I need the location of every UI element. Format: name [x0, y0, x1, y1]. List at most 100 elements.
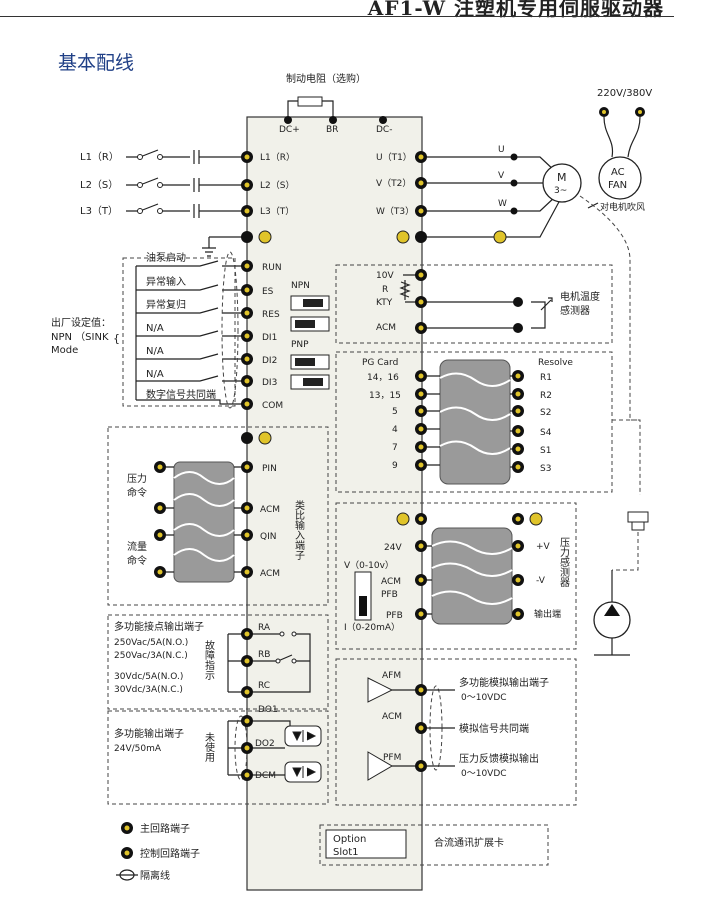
resolver-pin: R2	[540, 391, 552, 401]
thermal-sensor-area	[335, 264, 613, 344]
page-title: 基本配线	[58, 52, 135, 74]
motor-output-v: V（T2） V	[376, 171, 547, 189]
di-es: 异常输入 ES	[136, 275, 274, 297]
relay-term: RA	[258, 623, 271, 633]
do-do1: DO1	[241, 705, 291, 727]
ps-acm: ACM	[381, 577, 401, 587]
pg-row-3: 5 S2	[392, 405, 551, 418]
resolver-pin: S1	[540, 446, 551, 456]
resolver-pin: S2	[540, 408, 551, 418]
legend-isolation: 隔离线	[140, 869, 170, 882]
relay-rb: RB	[241, 650, 310, 667]
shield-icon	[221, 251, 239, 409]
ai-term: QIN	[260, 532, 276, 542]
pg-shielded-cable	[439, 359, 511, 485]
pfm-amplifier-icon	[367, 751, 393, 781]
earth-icon	[258, 230, 272, 244]
di-term: RUN	[262, 263, 282, 273]
do-area	[107, 710, 329, 805]
fan-label-2: FAN	[608, 180, 627, 191]
earth-icon	[258, 431, 272, 445]
pg-row-5: 7 S1	[392, 441, 551, 456]
di-term: DI3	[262, 378, 277, 388]
sensor-label-2: 感测器	[560, 304, 590, 317]
di-term: ES	[262, 287, 274, 297]
relay-area	[107, 614, 329, 710]
pg-title: PG Card	[362, 358, 398, 368]
do-do2: DO2	[241, 739, 285, 754]
di-term: DI1	[262, 333, 277, 343]
di-desc: N/A	[146, 346, 164, 357]
afm-label: AFM	[382, 671, 401, 681]
terminal-label: U（T1）	[376, 152, 412, 163]
ai-pin: PIN	[241, 461, 277, 474]
resolver-pin: S3	[540, 464, 551, 474]
motor-label: M	[557, 171, 567, 184]
di-desc: 油泵启动	[146, 251, 186, 264]
br-terminal	[329, 116, 337, 124]
di-term: RES	[262, 310, 280, 320]
pfm-range: 0～10VDC	[461, 769, 507, 779]
relay-term: RB	[258, 650, 270, 660]
relay-rating-1: 250Vac/5A(N.O.)	[114, 638, 188, 648]
earth-icon	[529, 512, 543, 526]
di-di2: N/A DI2	[136, 346, 277, 366]
terminal-label: L2（S）	[260, 180, 294, 191]
sensor-label-1: 电机温度	[560, 290, 600, 303]
br-label: BR	[326, 125, 338, 135]
factory-note-1: 出厂设定值：	[51, 316, 111, 329]
line-label: L3（T）	[80, 205, 118, 217]
relay-term: RC	[258, 681, 270, 691]
ps-minus-v: -V	[536, 576, 546, 586]
ai-term: ACM	[260, 569, 280, 579]
factory-note-3: Mode	[51, 345, 78, 356]
npn-label: NPN	[291, 281, 310, 291]
thermal-kty: KTY	[376, 298, 393, 308]
afm-desc: 多功能模拟输出端子	[459, 676, 549, 689]
terminal-label: V（T2）	[376, 178, 411, 189]
legend-control: 控制回路端子	[140, 847, 200, 860]
fan-symbol	[598, 156, 642, 200]
di-desc: N/A	[146, 369, 164, 380]
do-term: DO1	[258, 705, 278, 715]
power-input-l2: L2（S） L2（S）	[80, 177, 294, 192]
pg-card-area	[335, 351, 613, 493]
wire-label: U	[498, 145, 505, 155]
analog-output-area	[335, 658, 577, 806]
pg-pin: 5	[392, 407, 398, 417]
flow-cmd-label-1: 流量	[127, 540, 147, 553]
relay-ra: RA	[241, 623, 311, 693]
do-title: 多功能输出端子	[114, 727, 184, 740]
di-desc: 异常复归	[146, 298, 186, 311]
ps-output: 输出端	[534, 608, 561, 620]
ps-pfb-2: PFB	[386, 611, 403, 621]
relay-rating-3: 30Vdc/5A(N.O.)	[114, 672, 183, 682]
pressure-sensor-cable	[431, 527, 513, 625]
factory-note-2: NPN （SINK	[51, 331, 109, 343]
ai-qin: QIN	[241, 529, 276, 542]
pg-row-1: 14，16 R1	[367, 370, 552, 383]
pnp-label: PNP	[291, 340, 309, 350]
pg-pin: 13，15	[369, 391, 401, 401]
motor-phase: 3~	[554, 186, 567, 196]
shielded-twisted-pair	[173, 461, 235, 583]
unused-label: 未使用	[203, 732, 215, 763]
acm-desc: 模拟信号共同端	[459, 722, 529, 735]
analog-input-area	[107, 426, 329, 606]
motor-symbol	[542, 163, 582, 203]
pg-pin: 14，16	[367, 373, 399, 383]
do-term: DO2	[255, 739, 275, 749]
option-line2: Slot1	[333, 847, 359, 858]
relay-rc: RC	[241, 681, 270, 698]
do-term: DCM	[255, 771, 276, 781]
earth-icon	[396, 512, 410, 526]
option-slot-box	[325, 829, 407, 859]
dc-minus-label: DC-	[376, 125, 392, 135]
thermal-10v: 10V	[376, 271, 394, 281]
ps-row-24v: +V	[415, 540, 551, 552]
terminal-label: L3（T）	[260, 206, 294, 217]
ps-24v: 24V	[384, 543, 402, 553]
earth-icon	[396, 230, 410, 244]
resolver-pin: S4	[540, 428, 552, 438]
ps-plus-v: +V	[536, 542, 551, 552]
